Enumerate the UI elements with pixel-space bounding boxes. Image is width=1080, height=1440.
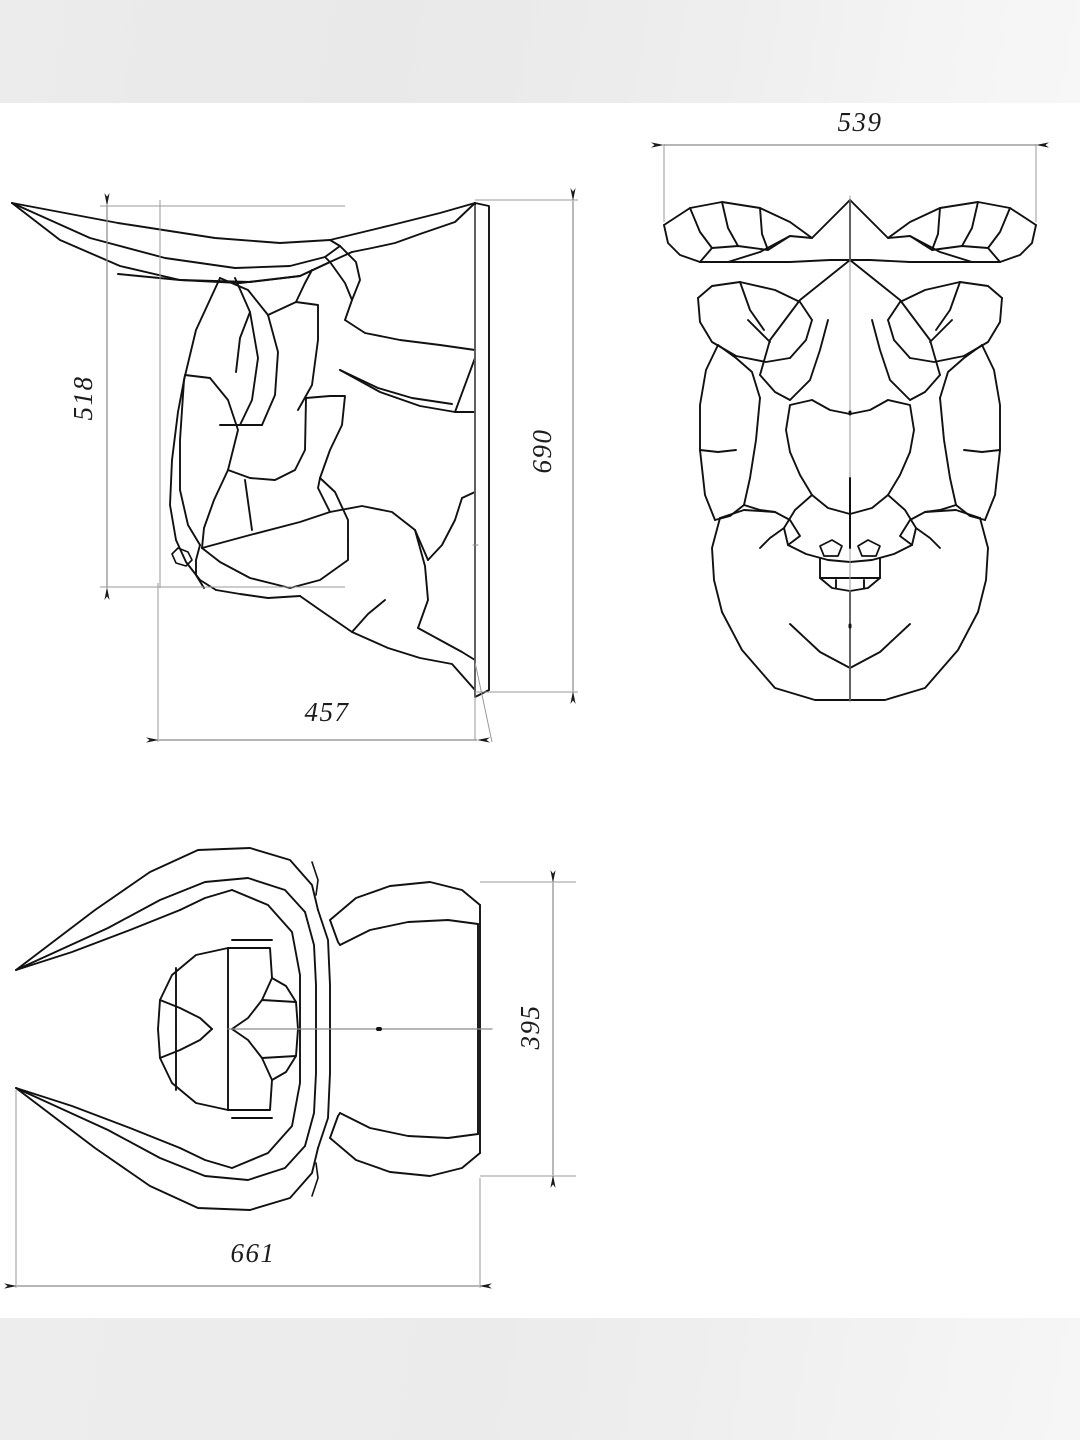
side-view-extension-lines	[100, 199, 578, 743]
side-view-horn-lower	[117, 202, 476, 321]
side-view-neck-contour	[339, 245, 476, 351]
front-view-ear-right	[887, 281, 1003, 363]
dimension-label-457: 457	[305, 697, 350, 727]
top-view-horn-lower	[15, 1087, 319, 1211]
side-view-backplate	[474, 202, 490, 698]
front-view-horn-right	[887, 201, 1037, 263]
dimension-label-395: 395	[515, 1005, 545, 1051]
dimension-label-661: 661	[231, 1238, 276, 1268]
top-view-ear-right-lower	[329, 1112, 481, 1177]
front-view-face-right	[924, 344, 1001, 521]
front-view-extension-lines	[663, 144, 1037, 222]
front-view-jowl-left	[711, 509, 801, 613]
top-view-muzzle	[157, 939, 299, 1119]
front-view-group	[663, 195, 1037, 703]
front-view-forehead	[759, 259, 941, 401]
top-view-skull-ring	[231, 889, 331, 1169]
front-view-jowl-right	[899, 509, 989, 613]
top-view-horn-tip-marks	[311, 861, 319, 1197]
front-view-muzzle-bridge	[785, 399, 915, 515]
front-view-face-left	[699, 344, 776, 521]
side-view-nostril	[171, 547, 193, 567]
side-view-jaw	[169, 374, 346, 549]
top-view-ear-right-upper	[329, 881, 481, 946]
top-view-extension-lines	[15, 881, 576, 1288]
dimension-label-518: 518	[68, 376, 98, 421]
side-view-muzzle	[175, 477, 349, 599]
front-view-horn-left	[663, 201, 813, 263]
top-view-horn-upper	[15, 847, 319, 971]
side-view-dewlap	[299, 491, 476, 691]
side-view-horn-upper	[11, 202, 476, 284]
dimension-label-690: 690	[527, 429, 557, 474]
side-view-ear	[339, 357, 476, 413]
side-view-group	[11, 202, 490, 698]
top-view-group	[15, 847, 493, 1211]
front-view-crown	[699, 199, 1001, 263]
front-view-nostrils	[819, 539, 881, 557]
dimension-label-539: 539	[838, 107, 883, 137]
